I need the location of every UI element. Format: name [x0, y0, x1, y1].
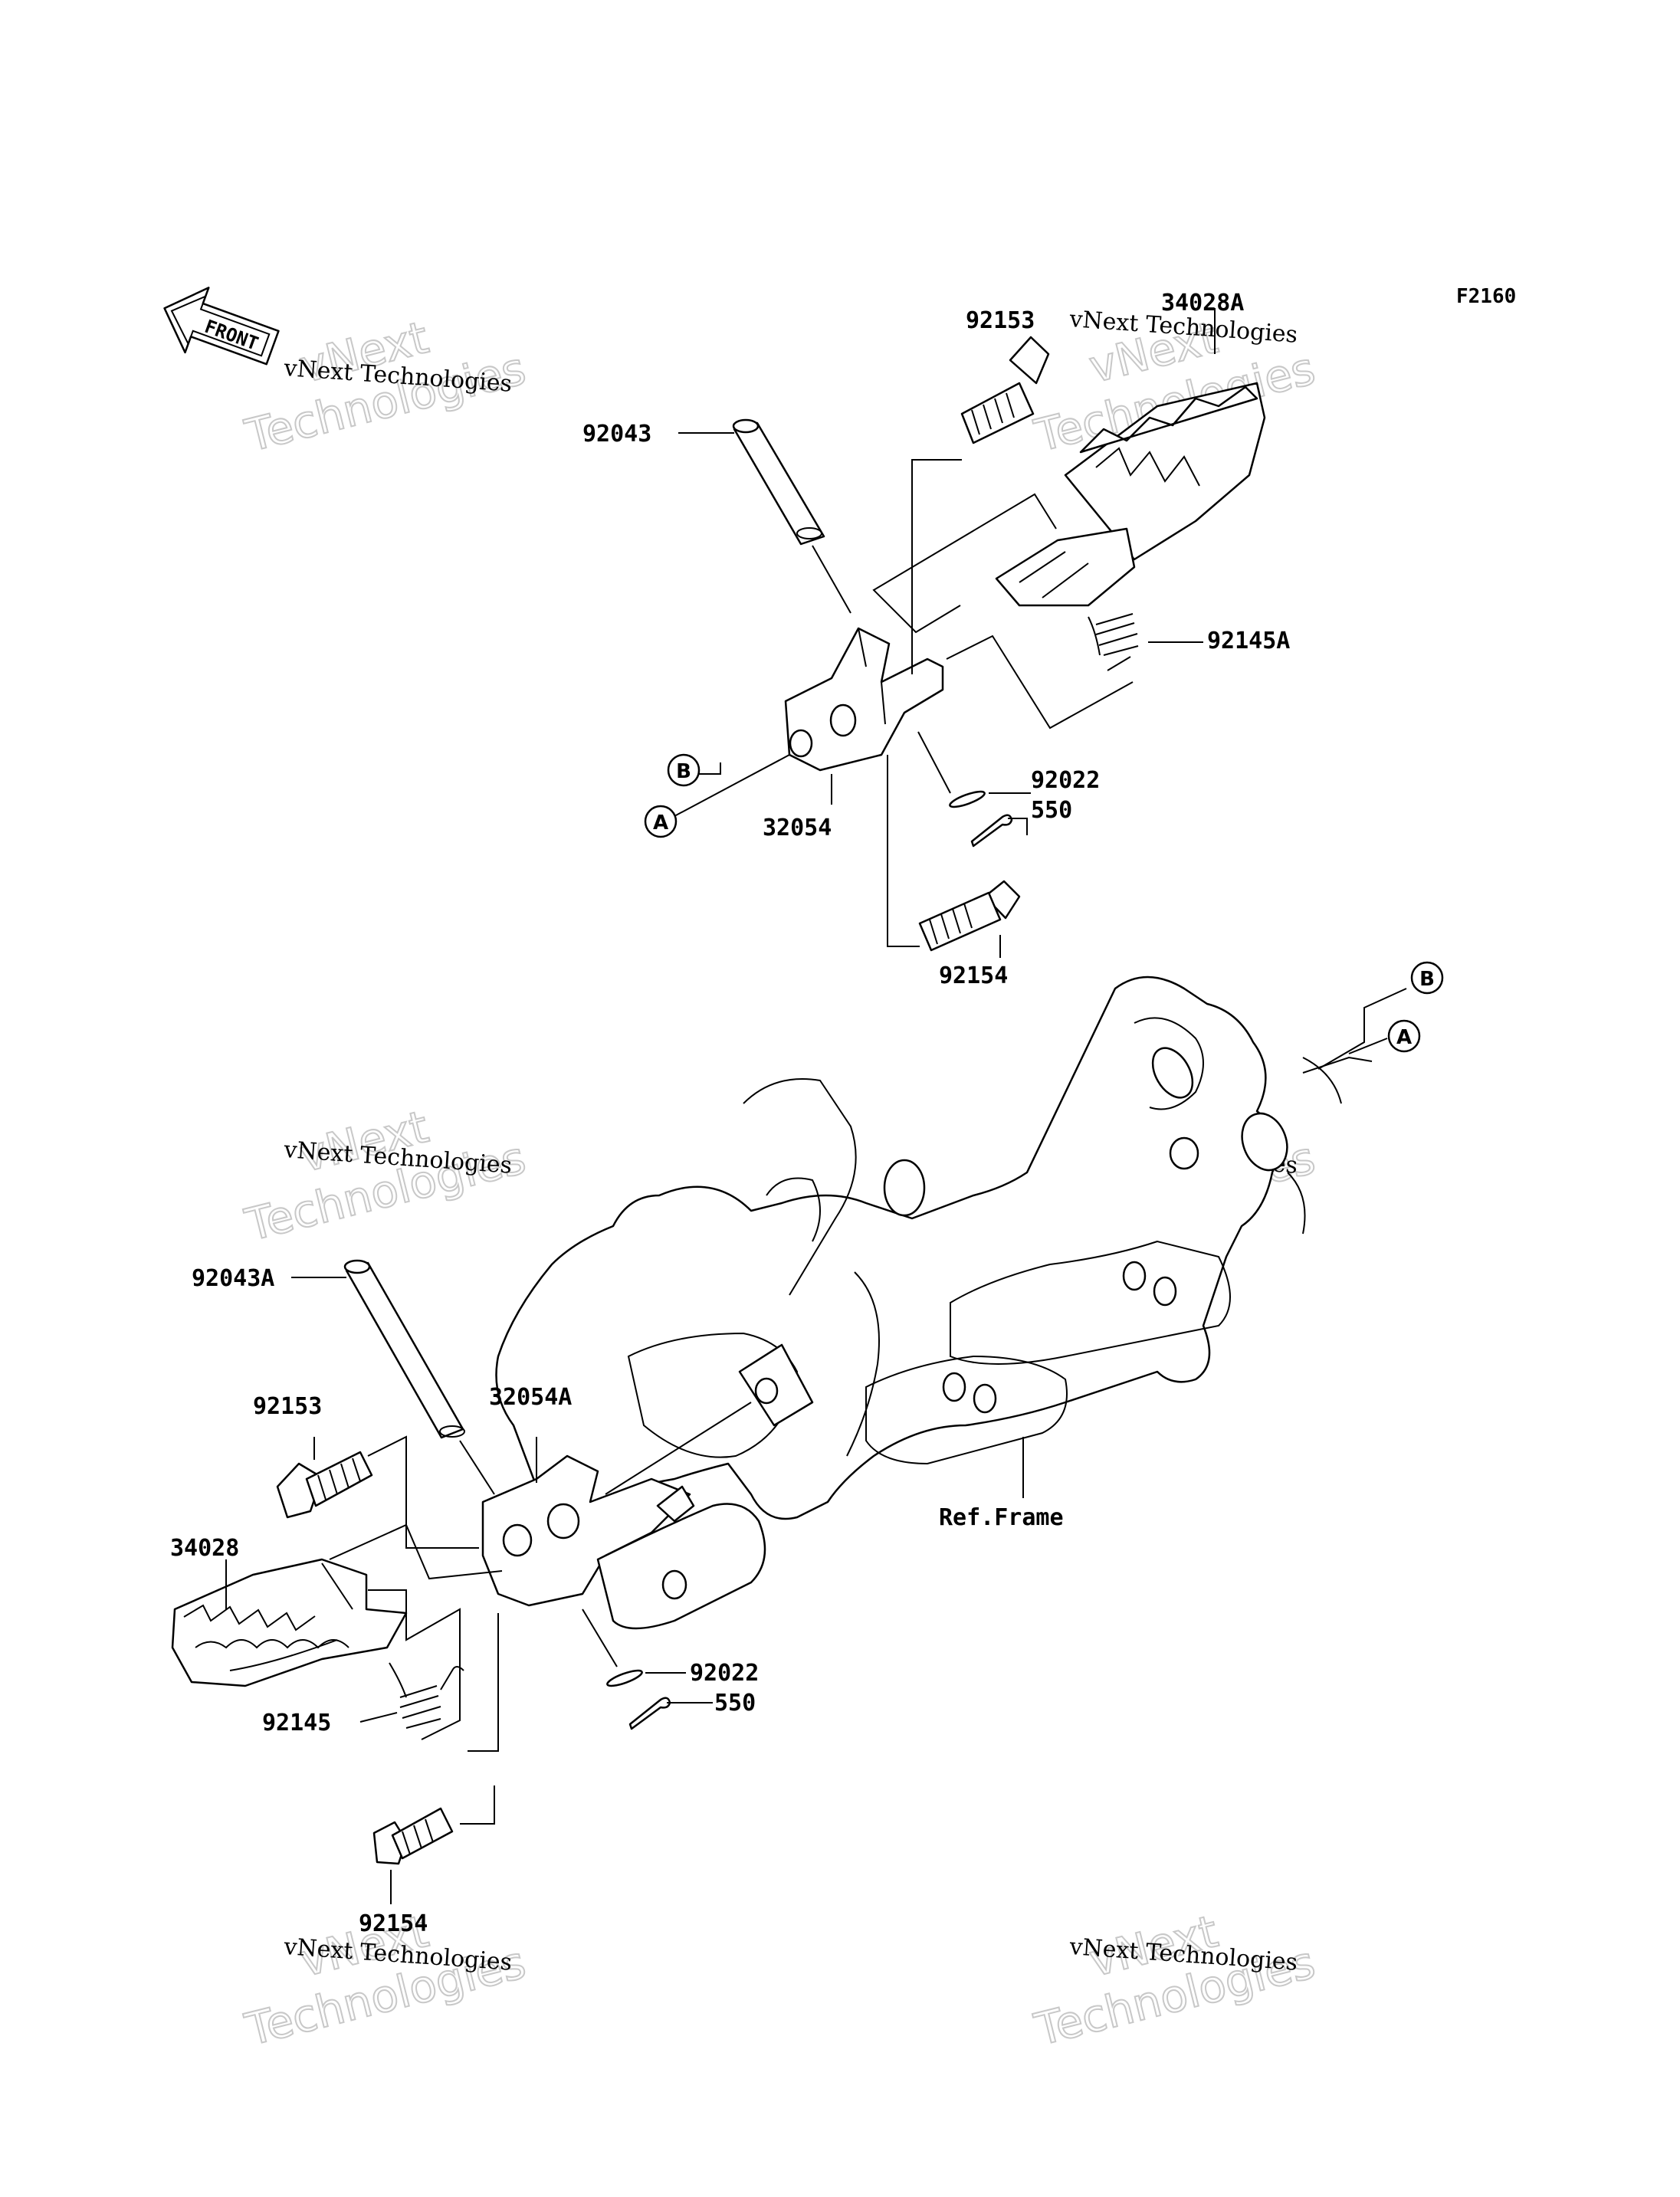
watermark-top-left: vNext Technologies vNext Technologies	[239, 310, 531, 463]
lower-pin-92043A	[343, 1259, 465, 1439]
label-lower-550: 550	[714, 1690, 756, 1717]
watermark-bottom-right: vNext Technologies vNext Technologies	[1029, 1904, 1321, 2057]
lower-washer-92022	[606, 1669, 643, 1687]
upper-bolt-92154	[918, 880, 1021, 952]
diagram-code: F2160	[1456, 285, 1516, 308]
lower-cotter-pin-550	[628, 1697, 671, 1730]
marker-b-upper: B	[667, 753, 701, 787]
watermark-mid-left: vNext Technologies vNext Technologies	[239, 1100, 531, 1252]
label-lower-92153: 92153	[253, 1393, 322, 1420]
label-ref-frame: Ref.Frame	[939, 1504, 1064, 1531]
marker-a-upper: A	[644, 805, 678, 838]
lower-bracket-32054A	[481, 1454, 766, 1630]
upper-washer-92022	[949, 790, 986, 808]
label-upper-92022: 92022	[1031, 767, 1100, 794]
upper-spring-92145A	[1088, 613, 1139, 671]
label-lower-92154: 92154	[359, 1910, 428, 1937]
marker-b-label: B	[676, 760, 691, 783]
label-lower-34028: 34028	[170, 1535, 239, 1562]
label-upper-92145A: 92145A	[1207, 628, 1290, 654]
label-lower-92145: 92145	[262, 1710, 331, 1736]
upper-footpeg-34028A	[995, 382, 1266, 607]
marker-a-frame: A	[1387, 1019, 1421, 1053]
label-upper-550: 550	[1031, 797, 1072, 824]
label-upper-92043: 92043	[582, 421, 651, 448]
marker-a-label: A	[653, 812, 668, 835]
label-lower-92043A: 92043A	[192, 1265, 274, 1292]
upper-bolt-92153	[960, 336, 1050, 444]
label-upper-92153: 92153	[966, 307, 1035, 334]
marker-b-frame: B	[1410, 961, 1444, 995]
label-upper-34028A: 34028A	[1161, 290, 1244, 316]
marker-b-label: B	[1419, 968, 1435, 991]
upper-bracket-32054	[784, 627, 944, 772]
label-lower-32054A: 32054A	[489, 1384, 572, 1411]
label-lower-92022: 92022	[690, 1660, 759, 1687]
upper-cotter-pin-550	[970, 814, 1013, 848]
lower-bolt-92153	[276, 1451, 373, 1519]
label-upper-32054: 32054	[763, 815, 832, 841]
frame-reference	[495, 976, 1342, 1520]
front-arrow-icon: FRONT	[163, 287, 280, 366]
upper-pin-92043	[732, 418, 825, 546]
lower-spring-92145	[389, 1662, 464, 1729]
lower-bolt-92154	[372, 1807, 454, 1865]
label-upper-92154: 92154	[939, 962, 1008, 989]
marker-a-label: A	[1396, 1026, 1412, 1049]
lower-footpeg-34028	[171, 1558, 408, 1687]
